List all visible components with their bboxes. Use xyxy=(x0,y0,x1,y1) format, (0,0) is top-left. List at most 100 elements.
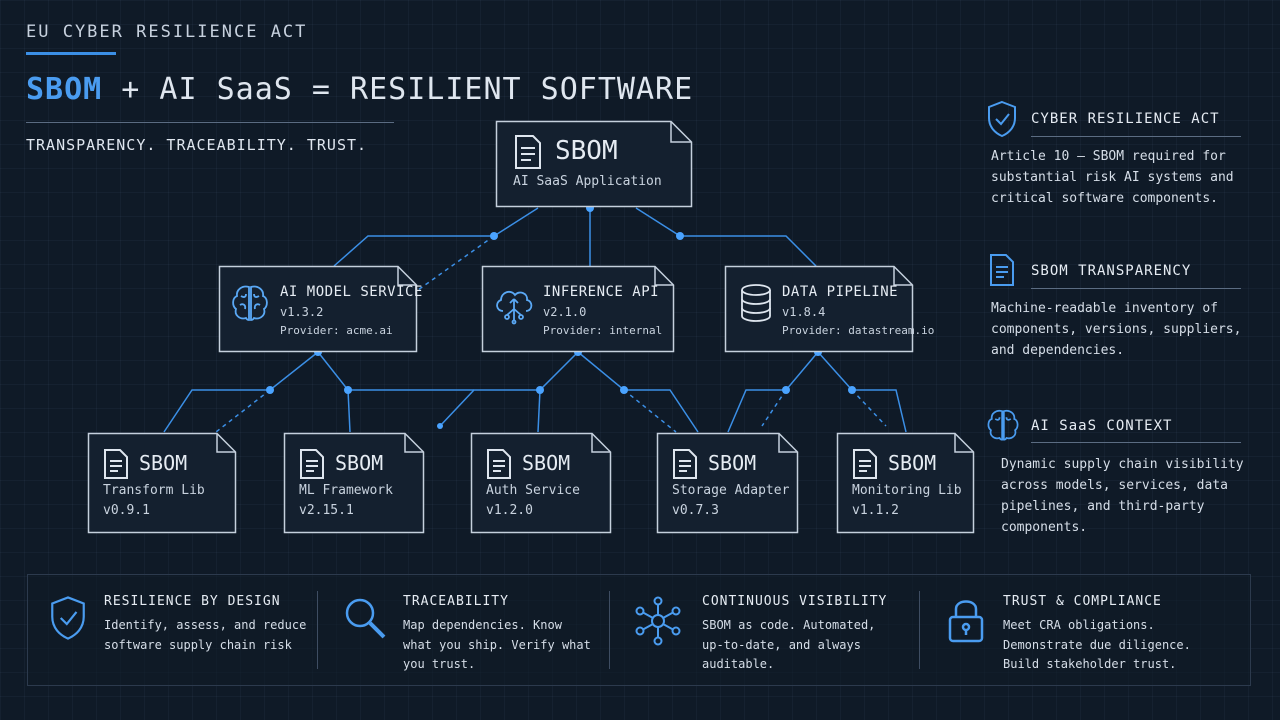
footer-panel: RESILIENCE BY DESIGN Identify, assess, a… xyxy=(27,574,1251,686)
connector-pipeline-storage-dashed xyxy=(761,389,787,427)
junction-dot xyxy=(782,386,790,394)
component-name: Storage Adapter xyxy=(672,483,790,498)
root-subtitle: AI SaaS Application xyxy=(513,174,662,189)
footer-body: Identify, assess, and reduce software su… xyxy=(104,618,307,652)
footer-title: TRACEABILITY xyxy=(403,594,509,609)
node-frame xyxy=(495,120,693,208)
node-frame xyxy=(283,432,425,534)
junction-dot xyxy=(437,423,443,429)
component-node-auth-service: SBOM Auth Service v1.2.0 xyxy=(470,432,612,534)
connector-root-data-pipeline xyxy=(635,207,817,267)
brain-icon xyxy=(228,281,272,329)
component-version: v0.7.3 xyxy=(672,503,719,518)
shield-check-icon xyxy=(48,595,88,645)
network-hub-icon xyxy=(632,595,684,651)
sidebar-title: CYBER RESILIENCE ACT xyxy=(1031,111,1220,127)
component-version: v2.15.1 xyxy=(299,503,354,518)
tagline: TRANSPARENCY. TRACEABILITY. TRUST. xyxy=(26,136,368,154)
component-node-storage-adapter: SBOM Storage Adapter v0.7.3 xyxy=(656,432,799,534)
root-title: SBOM xyxy=(555,136,618,166)
footer-body: SBOM as code. Automated, up-to-date, and… xyxy=(702,618,876,671)
component-name: ML Framework xyxy=(299,483,393,498)
footer-title: CONTINUOUS VISIBILITY xyxy=(702,594,888,609)
sidebar-title: SBOM TRANSPARENCY xyxy=(1031,263,1192,279)
service-title: AI MODEL SERVICE xyxy=(280,284,423,300)
document-icon xyxy=(299,448,325,484)
sidebar-rule xyxy=(1031,288,1241,289)
service-version: v1.3.2 xyxy=(280,305,324,319)
title-rest: + AI SaaS = RESILIENT SOFTWARE xyxy=(102,72,694,107)
connector-ai-transform xyxy=(163,351,319,433)
junction-dot xyxy=(344,386,352,394)
component-title: SBOM xyxy=(335,451,384,475)
sidebar-title: AI SaaS CONTEXT xyxy=(1031,418,1173,434)
footer-title: TRUST & COMPLIANCE xyxy=(1003,594,1162,609)
junction-dot xyxy=(676,232,684,240)
component-title: SBOM xyxy=(708,451,757,475)
service-title: INFERENCE API xyxy=(543,284,660,300)
eyebrow-label: EU CYBER RESILIENCE ACT xyxy=(26,22,308,42)
component-version: v1.2.0 xyxy=(486,503,533,518)
component-node-monitoring-lib: SBOM Monitoring Lib v1.1.2 xyxy=(836,432,975,534)
padlock-icon xyxy=(946,595,986,649)
component-name: Auth Service xyxy=(486,483,580,498)
junction-dot xyxy=(620,386,628,394)
footer-item-traceability: TRACEABILITY Map dependencies. Know what… xyxy=(342,575,612,685)
connector-inference-auth xyxy=(537,351,579,433)
node-frame xyxy=(87,432,237,534)
node-frame xyxy=(724,265,914,353)
component-title: SBOM xyxy=(139,451,188,475)
footer-body: Map dependencies. Know what you ship. Ve… xyxy=(403,618,591,671)
document-icon xyxy=(988,253,1016,291)
node-frame xyxy=(656,432,799,534)
service-provider: Provider: acme.ai xyxy=(280,324,393,337)
component-name: Monitoring Lib xyxy=(852,483,962,498)
footer-item-resilience: RESILIENCE BY DESIGN Identify, assess, a… xyxy=(46,575,316,685)
component-name: Transform Lib xyxy=(103,483,205,498)
connector-pipeline-monitoring-dashed xyxy=(851,389,887,427)
sidebar-rule xyxy=(1031,136,1241,137)
footer-body: Meet CRA obligations. Demonstrate due di… xyxy=(1003,618,1191,671)
sidebar-rule xyxy=(1031,442,1241,443)
title-accent: SBOM xyxy=(26,72,103,107)
service-node-ai-model: AI MODEL SERVICE v1.3.2 Provider: acme.a… xyxy=(218,265,422,353)
connector-inference-storage xyxy=(577,351,699,433)
service-version: v2.1.0 xyxy=(543,305,587,319)
footer-title: RESILIENCE BY DESIGN xyxy=(104,594,281,609)
connector-pipeline-monitoring xyxy=(817,351,907,433)
connector-ai-transform-dashed xyxy=(215,389,271,433)
brain-icon xyxy=(984,406,1022,448)
service-provider: Provider: internal xyxy=(543,324,663,337)
node-frame xyxy=(470,432,612,534)
document-icon xyxy=(486,448,512,484)
eyebrow-underline xyxy=(26,52,116,55)
document-icon xyxy=(103,448,129,484)
component-node-ml-framework: SBOM ML Framework v2.15.1 xyxy=(283,432,425,534)
footer-item-trust: TRUST & COMPLIANCE Meet CRA obligations.… xyxy=(946,575,1236,685)
service-node-data-pipeline: DATA PIPELINE v1.8.4 Provider: datastrea… xyxy=(724,265,934,353)
document-icon xyxy=(852,448,878,484)
title-divider xyxy=(26,122,394,123)
database-icon xyxy=(734,281,778,329)
connector-pipeline-storage xyxy=(727,351,819,433)
component-title: SBOM xyxy=(522,451,571,475)
node-frame xyxy=(836,432,975,534)
document-icon xyxy=(513,134,543,174)
footer-divider xyxy=(609,591,610,669)
cloud-network-icon xyxy=(491,281,537,329)
sidebar-body: Dynamic supply chain visibility across m… xyxy=(1001,457,1244,535)
connector-root-ai-model xyxy=(333,207,539,267)
node-frame xyxy=(481,265,675,353)
connector-inference-storage-dashed xyxy=(623,389,677,433)
component-version: v0.9.1 xyxy=(103,503,150,518)
junction-dot xyxy=(848,386,856,394)
service-node-inference-api: INFERENCE API v2.1.0 Provider: internal xyxy=(481,265,675,353)
footer-divider xyxy=(317,591,318,669)
junction-dot xyxy=(490,232,498,240)
component-version: v1.1.2 xyxy=(852,503,899,518)
magnifier-icon xyxy=(342,595,388,645)
service-title: DATA PIPELINE xyxy=(782,284,899,300)
component-node-transform-lib: SBOM Transform Lib v0.9.1 xyxy=(87,432,237,534)
footer-item-visibility: CONTINUOUS VISIBILITY SBOM as code. Auto… xyxy=(632,575,922,685)
